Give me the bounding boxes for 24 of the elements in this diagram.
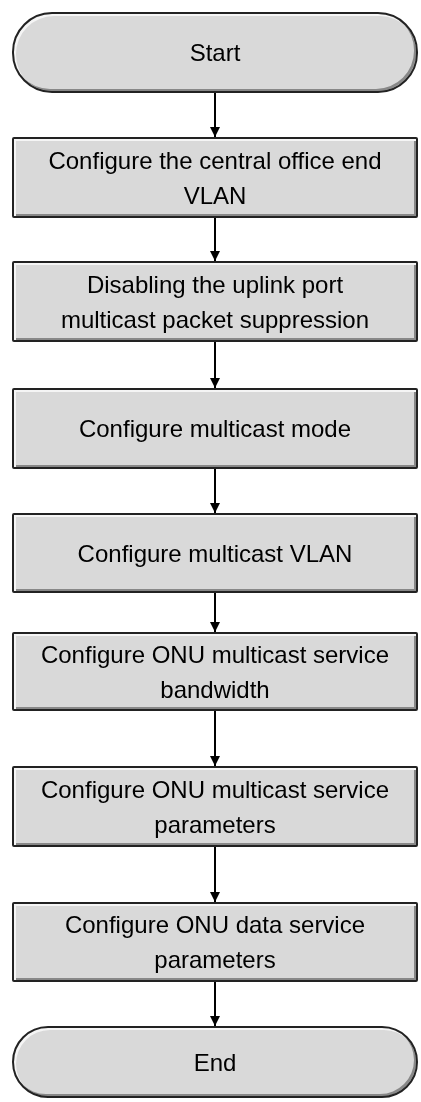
arrow	[210, 710, 220, 767]
process-box	[12, 261, 418, 342]
step-text: Configure the central office end VLAN	[47, 145, 383, 211]
process-box	[12, 766, 418, 847]
arrow	[210, 217, 220, 262]
process-box	[12, 902, 418, 982]
step-text: Configure multicast mode	[78, 414, 352, 444]
arrow	[210, 846, 220, 903]
step-text: Configure ONU multicast service bandwidth	[39, 639, 391, 705]
step-text: Start	[189, 38, 241, 68]
arrow	[210, 92, 220, 138]
arrow	[210, 468, 220, 514]
process-box	[12, 632, 418, 711]
process-box	[12, 388, 418, 469]
process-box	[12, 513, 418, 593]
arrow	[210, 981, 220, 1027]
process-box	[12, 137, 418, 218]
step-text: Configure ONU multicast service parameters	[39, 774, 391, 840]
arrow	[210, 592, 220, 633]
step-text: Disabling the uplink port multicast packet suppression	[59, 269, 371, 335]
step-text: Configure multicast VLAN	[77, 538, 353, 569]
step-text: End	[193, 1047, 237, 1078]
arrow	[210, 341, 220, 389]
step-text: Configure ONU data service parameters	[63, 910, 367, 975]
